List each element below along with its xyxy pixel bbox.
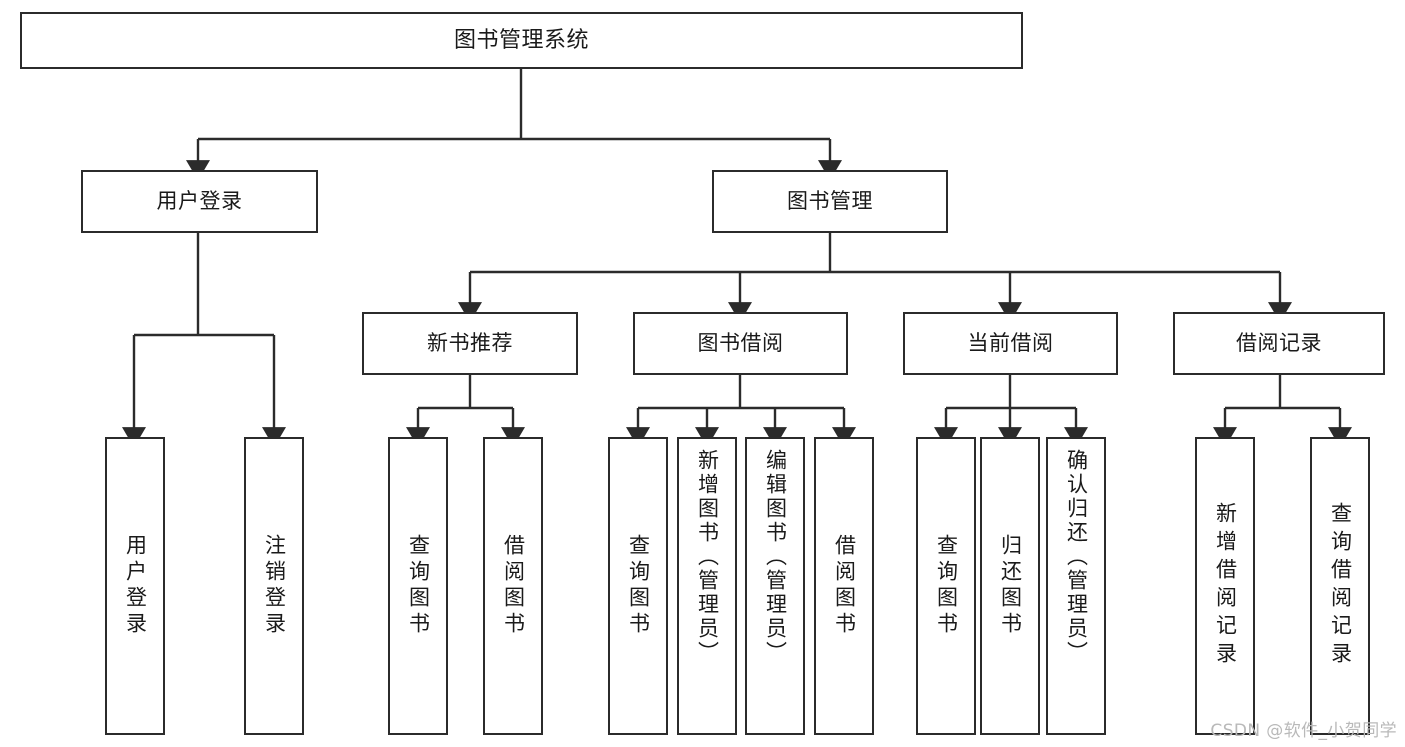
leaf-add-borrow-record[interactable]: 新增借阅记录 <box>1195 437 1255 735</box>
watermark-text: CSDN @软件_小贺同学 <box>1210 721 1397 741</box>
leaf-query-borrow-record[interactable]: 查询借阅记录 <box>1310 437 1370 735</box>
node-label: 编辑图书（管理员） <box>763 449 788 665</box>
node-label: 图书管理系统 <box>453 27 589 53</box>
node-label: 查询图书 <box>626 534 651 638</box>
node-label: 用户登录 <box>156 189 243 214</box>
leaf-query-book-current[interactable]: 查询图书 <box>916 437 976 735</box>
node-label: 查询图书 <box>934 534 959 638</box>
node-book-borrow[interactable]: 图书借阅 <box>633 312 848 375</box>
leaf-user-login[interactable]: 用户登录 <box>105 437 165 735</box>
leaf-query-book-new[interactable]: 查询图书 <box>388 437 448 735</box>
node-label: 归还图书 <box>998 534 1023 638</box>
node-label: 查询借阅记录 <box>1328 502 1353 670</box>
leaf-return-book[interactable]: 归还图书 <box>980 437 1040 735</box>
leaf-confirm-return-admin[interactable]: 确认归还（管理员） <box>1046 437 1106 735</box>
node-label: 图书管理 <box>787 189 873 214</box>
leaf-borrow-book-new[interactable]: 借阅图书 <box>483 437 543 735</box>
node-label: 新增图书（管理员） <box>695 449 720 665</box>
node-label: 借阅图书 <box>501 534 526 638</box>
node-new-book-recommend[interactable]: 新书推荐 <box>362 312 578 375</box>
node-label: 新书推荐 <box>427 331 513 356</box>
leaf-add-book-admin[interactable]: 新增图书（管理员） <box>677 437 737 735</box>
leaf-user-logout[interactable]: 注销登录 <box>244 437 304 735</box>
node-current-borrow[interactable]: 当前借阅 <box>903 312 1118 375</box>
node-borrow-record[interactable]: 借阅记录 <box>1173 312 1385 375</box>
node-label: 用户登录 <box>123 534 148 638</box>
leaf-edit-book-admin[interactable]: 编辑图书（管理员） <box>745 437 805 735</box>
leaf-borrow-book[interactable]: 借阅图书 <box>814 437 874 735</box>
node-label: 新增借阅记录 <box>1213 502 1238 670</box>
node-label: 借阅记录 <box>1236 331 1322 356</box>
node-label: 确认归还（管理员） <box>1064 449 1089 665</box>
node-label: 图书借阅 <box>697 331 784 356</box>
node-label: 查询图书 <box>406 534 431 638</box>
node-label: 当前借阅 <box>967 331 1054 356</box>
node-label: 借阅图书 <box>832 534 857 638</box>
node-user-login[interactable]: 用户登录 <box>81 170 318 233</box>
node-root-system[interactable]: 图书管理系统 <box>20 12 1023 69</box>
node-book-management[interactable]: 图书管理 <box>712 170 948 233</box>
leaf-query-book-borrow[interactable]: 查询图书 <box>608 437 668 735</box>
node-label: 注销登录 <box>262 534 287 638</box>
